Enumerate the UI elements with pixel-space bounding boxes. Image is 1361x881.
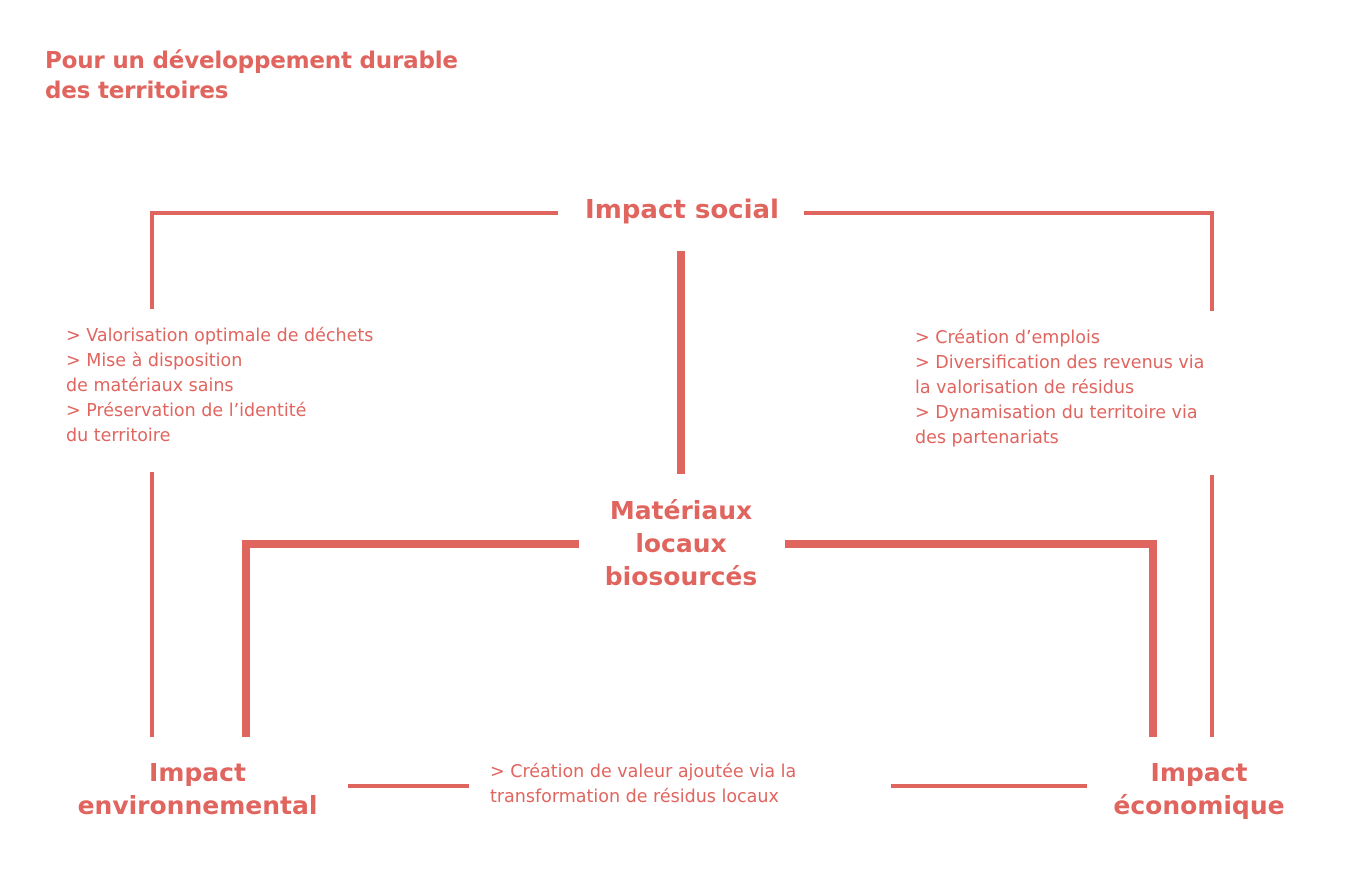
description-line: > Mise à disposition [66, 351, 243, 371]
description-line: > Création de valeur ajoutée via la [490, 762, 797, 782]
node-eco-line-1: Impact [1150, 758, 1248, 787]
node-env-line-1: Impact [149, 758, 246, 787]
description-line: > Dynamisation du territoire via [915, 403, 1198, 423]
node-materiaux-biosources: Matériaux locaux biosourcés [576, 494, 786, 593]
node-eco-line-2: économique [1113, 791, 1285, 820]
page-title-line-2: des territoires [45, 78, 229, 104]
description-line: > Création d’emplois [915, 328, 1100, 348]
node-impact-environnemental: Impact environnemental [60, 756, 335, 822]
description-environmental-economic: > Création de valeur ajoutée via la tran… [490, 760, 796, 810]
connector-social-right [804, 211, 1214, 311]
node-impact-economique: Impact économique [1094, 756, 1304, 822]
description-line: des partenariats [915, 428, 1059, 448]
connector-social-left [150, 211, 558, 309]
node-impact-social: Impact social [560, 192, 804, 228]
page-title: Pour un développement durable des territ… [45, 46, 505, 106]
connector-center-environmental [242, 540, 579, 737]
page-title-line-1: Pour un développement durable [45, 48, 458, 74]
description-line: du territoire [66, 426, 171, 446]
node-center-line-2: locaux [635, 529, 727, 558]
node-center-line-3: biosourcés [604, 562, 758, 591]
description-line: > Valorisation optimale de déchets [66, 326, 374, 346]
description-social-environmental: > Valorisation optimale de déchets > Mis… [66, 324, 373, 449]
description-line: transformation de résidus locaux [490, 787, 779, 807]
node-impact-social-label: Impact social [585, 195, 779, 225]
description-social-economic: > Création d’emplois > Diversification d… [915, 326, 1204, 451]
node-env-line-2: environnemental [77, 791, 318, 820]
node-center-line-1: Matériaux [609, 496, 753, 525]
description-line: la valorisation de résidus [915, 378, 1135, 398]
description-line: > Préservation de l’identité [66, 401, 307, 421]
connector-center-economic [785, 540, 1157, 737]
description-line: de matériaux sains [66, 376, 234, 396]
description-line: > Diversification des revenus via [915, 353, 1205, 373]
